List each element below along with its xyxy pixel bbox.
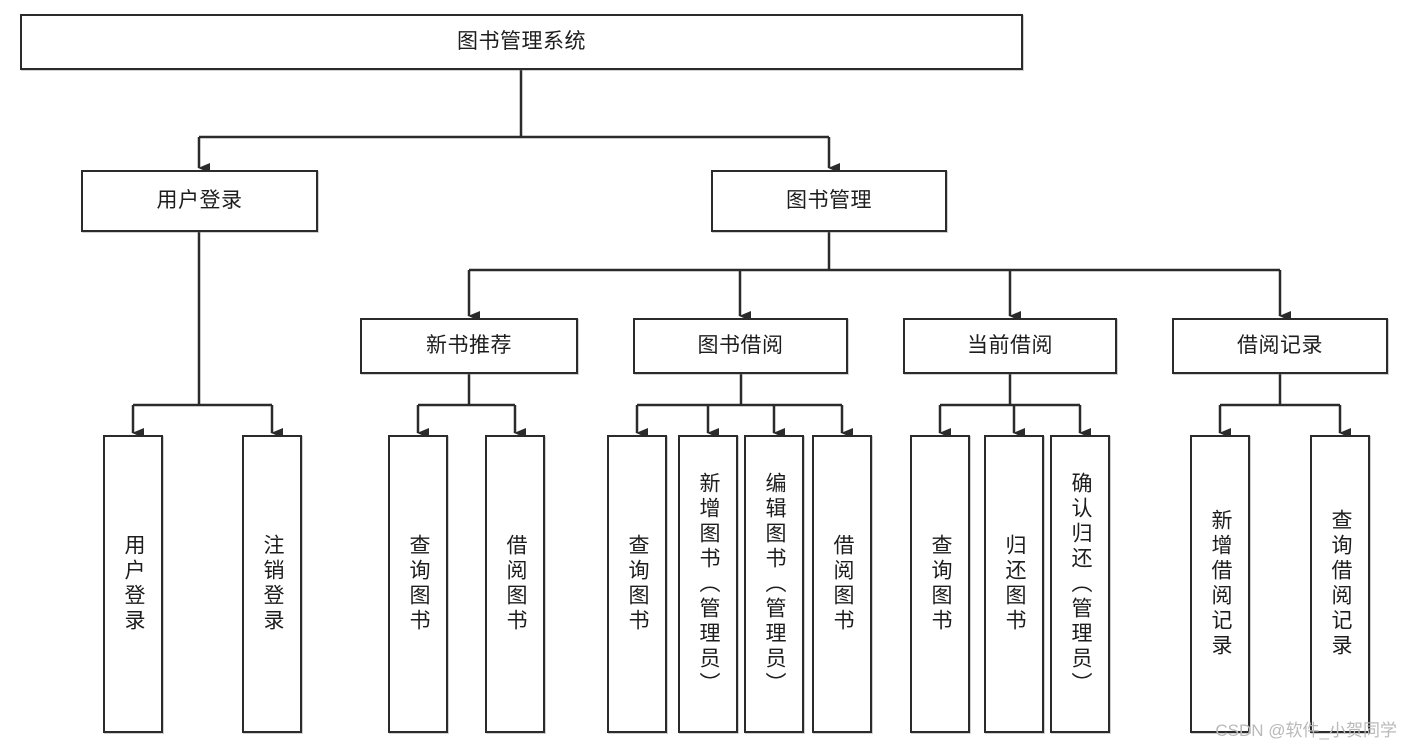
node-level3-3[interactable]: 借阅记录 <box>1172 318 1388 374</box>
node-leaf-3[interactable]: 借阅图书 <box>485 435 545 733</box>
node-level2-0[interactable]: 用户登录 <box>81 170 318 232</box>
node-level3-0[interactable]: 新书推荐 <box>360 318 578 374</box>
node-leaf-5[interactable]: 新增图书（管理员） <box>678 435 738 733</box>
node-label: 查询图书 <box>407 534 431 634</box>
node-leaf-0[interactable]: 用户登录 <box>103 435 163 733</box>
node-label: 查询图书 <box>626 534 650 634</box>
node-label: 新增图书（管理员） <box>697 471 721 697</box>
node-label: 借阅图书 <box>504 534 528 634</box>
node-leaf-11[interactable]: 新增借阅记录 <box>1190 435 1250 733</box>
node-leaf-6[interactable]: 编辑图书（管理员） <box>744 435 804 733</box>
node-label: 查询借阅记录 <box>1329 509 1353 659</box>
node-level3-2[interactable]: 当前借阅 <box>903 318 1117 374</box>
node-label: 用户登录 <box>122 534 146 634</box>
node-leaf-7[interactable]: 借阅图书 <box>812 435 872 733</box>
node-root-图书管理系统[interactable]: 图书管理系统 <box>20 14 1023 70</box>
node-leaf-8[interactable]: 查询图书 <box>910 435 970 733</box>
node-level2-1[interactable]: 图书管理 <box>711 170 947 232</box>
node-leaf-1[interactable]: 注销登录 <box>242 435 302 733</box>
node-label: 用户登录 <box>156 189 243 213</box>
node-label: 归还图书 <box>1003 534 1027 634</box>
node-label: 图书管理系统 <box>457 30 586 54</box>
node-label: 查询图书 <box>929 534 953 634</box>
node-leaf-9[interactable]: 归还图书 <box>984 435 1044 733</box>
node-label: 图书管理 <box>786 189 872 213</box>
node-leaf-2[interactable]: 查询图书 <box>388 435 448 733</box>
node-label: 编辑图书（管理员） <box>763 471 787 697</box>
node-label: 图书借阅 <box>697 334 784 358</box>
node-label: 注销登录 <box>261 534 285 634</box>
node-leaf-12[interactable]: 查询借阅记录 <box>1310 435 1370 733</box>
node-leaf-4[interactable]: 查询图书 <box>607 435 667 733</box>
node-label: 当前借阅 <box>967 334 1053 358</box>
node-label: 借阅图书 <box>831 534 855 634</box>
node-label: 借阅记录 <box>1237 334 1323 358</box>
node-leaf-10[interactable]: 确认归还（管理员） <box>1050 435 1110 733</box>
node-level3-1[interactable]: 图书借阅 <box>633 318 848 374</box>
node-label: 新书推荐 <box>426 334 512 358</box>
node-label: 新增借阅记录 <box>1209 509 1233 659</box>
node-label: 确认归还（管理员） <box>1069 471 1093 697</box>
